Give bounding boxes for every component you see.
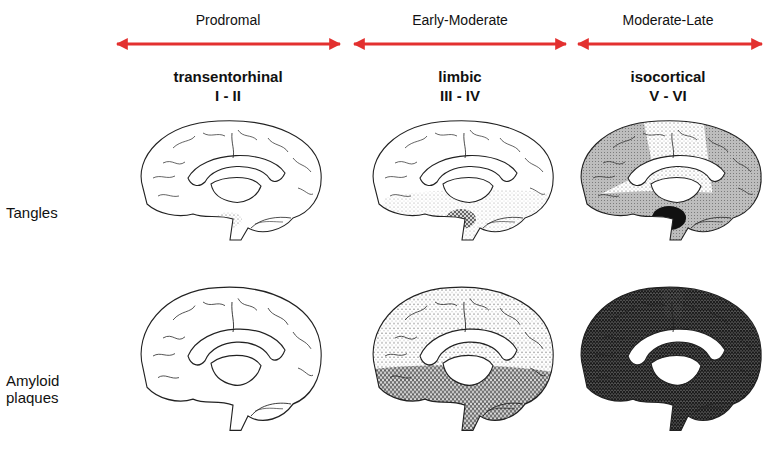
braak-region: transentorhinal bbox=[173, 68, 282, 85]
brain-tangles-3 bbox=[573, 118, 763, 248]
braak-stage: V - VI bbox=[649, 87, 687, 104]
brain-amyloid-1 bbox=[141, 287, 321, 430]
row-label: Amyloid plaques bbox=[6, 372, 78, 407]
stage-phase: Early-Moderate bbox=[412, 12, 508, 28]
brain-amyloid-2 bbox=[365, 284, 555, 440]
brain-tangles-2 bbox=[365, 121, 555, 248]
row-label: Tangles bbox=[6, 204, 58, 221]
braak-region: isocortical bbox=[630, 68, 705, 85]
stage-phase: Moderate-Late bbox=[622, 12, 713, 28]
braak-stage: III - IV bbox=[440, 87, 480, 104]
braak-region: limbic bbox=[438, 68, 481, 85]
stage-arrow bbox=[354, 43, 566, 46]
stage-phase: Prodromal bbox=[196, 12, 261, 28]
stage-arrow bbox=[578, 43, 762, 46]
braak-stage: I - II bbox=[215, 87, 241, 104]
stage-arrow bbox=[117, 43, 340, 46]
brain-tangles-1 bbox=[141, 121, 321, 240]
brain-amyloid-3 bbox=[573, 284, 763, 440]
